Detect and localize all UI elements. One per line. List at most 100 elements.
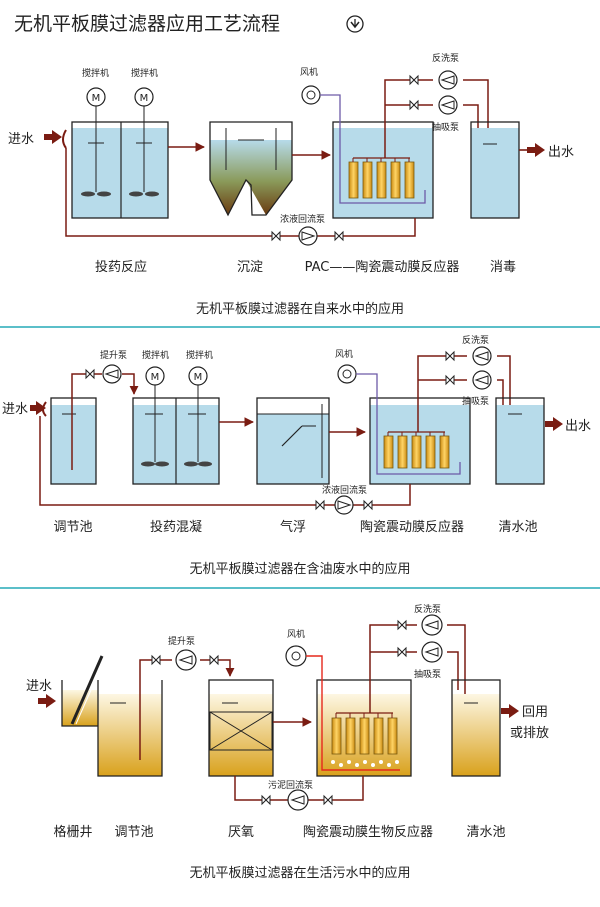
valve-icon (323, 794, 333, 806)
svg-text:M: M (92, 93, 101, 104)
down-arrow-circle-icon (346, 15, 364, 33)
panel-domestic-sewage: 进水 提升泵 (26, 603, 549, 881)
blower-icon (337, 364, 357, 384)
clear-water-tank (452, 694, 500, 776)
panel-caption: 无机平板膜过滤器在自来水中的应用 (196, 301, 404, 317)
suction-pump-label: 抽吸泵 (462, 395, 489, 407)
blower-icon (285, 645, 307, 667)
clear-water-tank (496, 405, 544, 484)
suction-pump-icon (421, 641, 443, 663)
outlet-arrow-icon (527, 143, 545, 157)
return-pump-icon (334, 495, 354, 515)
return-pump-icon (298, 226, 318, 246)
valve-icon (409, 99, 419, 111)
stage-label: 调节池 (114, 825, 153, 840)
packing-media-icon (209, 711, 273, 751)
lift-pump-label: 提升泵 (100, 350, 127, 361)
membrane-module-array (331, 712, 398, 755)
aeration-bubbles-icon (331, 760, 399, 767)
stage-label: 清水池 (498, 520, 537, 535)
blower-icon (301, 85, 321, 105)
motor-icon: M (145, 366, 165, 386)
svg-text:M: M (194, 372, 203, 383)
panel-oily-wastewater: 进水 提升泵 搅拌机 搅拌机 M M (2, 334, 591, 577)
blower-label: 风机 (287, 628, 305, 640)
suction-pump-label: 抽吸泵 (414, 668, 441, 680)
bar-screen-icon (70, 655, 107, 725)
valve-icon (151, 654, 161, 666)
blower-label: 风机 (335, 348, 353, 360)
suction-pump-label: 抽吸泵 (432, 121, 459, 133)
stage-label: PAC——陶瓷震动膜反应器 (305, 259, 460, 275)
valve-icon (334, 230, 344, 242)
outlet-arrow-icon (545, 417, 563, 431)
flotation-tank (257, 414, 329, 484)
valve-icon (363, 499, 373, 511)
valve-icon (315, 499, 325, 511)
inlet-label: 进水 (26, 679, 52, 694)
panel-tap-water: 进水 搅拌机 搅拌机 M M (8, 52, 574, 317)
stage-label: 投药混凝 (150, 519, 202, 535)
valve-icon (85, 368, 95, 380)
suction-pump-icon (438, 95, 458, 115)
sedimentation-tank (209, 121, 293, 217)
valve-icon (397, 646, 407, 658)
membrane-module-array (383, 431, 450, 469)
inlet-label: 进水 (2, 402, 28, 417)
page-title: 无机平板膜过滤器应用工艺流程 (14, 13, 280, 35)
valve-icon (271, 230, 281, 242)
disinfection-tank (471, 128, 519, 218)
lift-pump-icon (175, 649, 197, 671)
valve-icon (445, 350, 455, 362)
stage-label: 投药反应 (95, 259, 147, 275)
backwash-pump-icon (472, 346, 492, 366)
mixer-label-2: 搅拌机 (186, 349, 213, 361)
anaerobic-tank (209, 694, 273, 776)
lift-pump-icon (102, 364, 122, 384)
blower-label: 风机 (300, 66, 318, 78)
outlet-label-line1: 回用 (522, 705, 548, 720)
sludge-return-pump-icon (287, 789, 309, 811)
outlet-label: 出水 (548, 145, 574, 160)
stage-label: 气浮 (280, 519, 306, 535)
motor-icon: M (86, 87, 106, 107)
equalization-tank (98, 694, 162, 776)
stage-label: 陶瓷震动膜反应器 (360, 519, 464, 535)
stage-label: 沉淀 (237, 260, 263, 275)
stage-label: 格栅井 (53, 824, 92, 840)
backwash-pump-icon (421, 614, 443, 636)
mixer-label-1: 搅拌机 (82, 67, 109, 79)
backwash-pump-label: 反洗泵 (432, 52, 459, 64)
impeller-icon (81, 191, 111, 197)
equalization-tank (51, 405, 96, 484)
impeller-icon (141, 461, 169, 467)
return-pump-label: 浓液回流泵 (280, 213, 325, 225)
motor-icon: M (188, 366, 208, 386)
impeller-icon (184, 461, 212, 467)
valve-icon (209, 654, 219, 666)
valve-icon (261, 794, 271, 806)
stage-label: 厌氧 (228, 825, 254, 840)
mixer-label-1: 搅拌机 (142, 349, 169, 361)
motor-icon: M (134, 87, 154, 107)
backwash-pump-label: 反洗泵 (462, 334, 489, 346)
stage-label: 调节池 (53, 520, 92, 535)
backwash-pump-label: 反洗泵 (414, 603, 441, 615)
stage-label: 消毒 (490, 260, 516, 275)
outlet-arrow-icon (501, 704, 519, 718)
inlet-arrow-icon (38, 694, 56, 708)
stage-label: 清水池 (466, 825, 505, 840)
panel-caption: 无机平板膜过滤器在生活污水中的应用 (189, 865, 410, 881)
outlet-label: 出水 (565, 419, 591, 434)
inlet-label: 进水 (8, 132, 34, 147)
backwash-pump-icon (438, 70, 458, 90)
valve-icon (445, 374, 455, 386)
lift-pump-label: 提升泵 (168, 636, 195, 647)
panel-caption: 无机平板膜过滤器在含油废水中的应用 (189, 561, 410, 577)
mixer-label-2: 搅拌机 (131, 67, 158, 79)
svg-text:M: M (151, 372, 160, 383)
impeller-icon (129, 191, 159, 197)
suction-pump-icon (472, 370, 492, 390)
stage-label: 陶瓷震动膜生物反应器 (303, 824, 433, 840)
